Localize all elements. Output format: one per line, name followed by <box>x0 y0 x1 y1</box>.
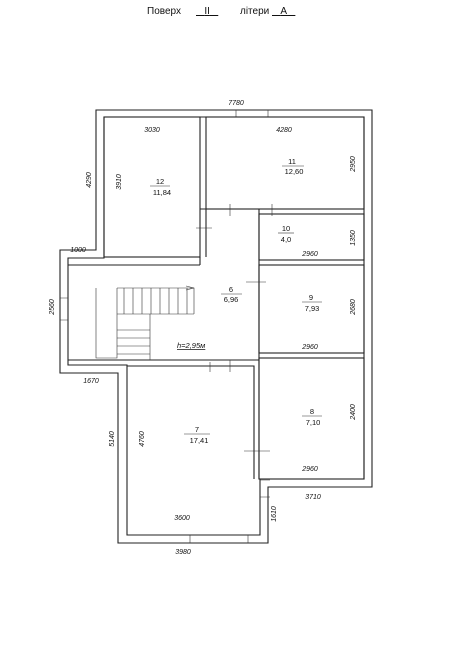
room-area: 4,0 <box>281 235 291 244</box>
room-number: 10 <box>282 224 290 233</box>
dim-bottom-total: 3980 <box>175 549 191 556</box>
room-label-12: 12 11,84 <box>150 177 171 197</box>
room-label-11: 11 12,60 <box>282 157 304 176</box>
dim-room10-height: 1350 <box>350 230 357 246</box>
dim-bottom-step: 1610 <box>271 506 278 522</box>
room-number: 7 <box>195 425 199 434</box>
dim-left-mid: 2560 <box>49 299 56 316</box>
room-label-6: 6 6,96 <box>221 285 242 304</box>
dim-room11-height: 2950 <box>350 156 357 173</box>
dim-room9-width: 2960 <box>301 344 318 351</box>
room-number: 11 <box>288 157 296 166</box>
room-area: 11,84 <box>153 188 171 197</box>
room-number: 6 <box>229 285 233 294</box>
room-11-walls <box>205 116 365 210</box>
dim-left-upper: 4290 <box>86 172 93 188</box>
room-number: 12 <box>156 177 164 186</box>
window-right <box>260 479 270 498</box>
dim-right-bottom: 3710 <box>305 494 321 501</box>
room-area: 7,93 <box>305 304 320 313</box>
dim-left-lower: 5140 <box>109 431 116 447</box>
outer-wall <box>59 109 373 544</box>
room-area: 12,60 <box>285 167 304 176</box>
dim-step-top: 1000 <box>70 247 86 254</box>
window-top <box>235 110 269 117</box>
letter-label: літери <box>240 6 270 17</box>
room-label-8: 8 7,10 <box>302 407 322 427</box>
room-label-10: 10 4,0 <box>278 224 294 244</box>
dim-room8-width: 2960 <box>301 466 318 473</box>
room-number: 8 <box>310 407 314 416</box>
window-bottom <box>189 535 249 543</box>
sheet-header: Поверх II літери A <box>0 6 458 24</box>
floor-value: II <box>204 6 210 17</box>
dim-step-bottom: 1670 <box>83 378 99 385</box>
staircase <box>95 285 195 360</box>
dim-top-total: 7780 <box>228 100 244 107</box>
dim-room8-height: 2400 <box>350 404 357 421</box>
room-label-7: 7 17,41 <box>184 425 210 445</box>
room-7-walls <box>127 365 255 479</box>
ceiling-height-note: h=2,95м <box>177 341 205 350</box>
dim-room11-width: 4280 <box>276 127 292 134</box>
room-number: 9 <box>309 293 313 302</box>
corridor-walls <box>68 208 260 479</box>
outer-wall-inner <box>67 116 365 536</box>
dim-room7-width: 3600 <box>174 515 190 522</box>
window-left <box>60 297 68 321</box>
dim-room10-width: 2960 <box>301 251 318 258</box>
dim-room12-height: 3910 <box>116 174 123 190</box>
letter-value: A <box>280 6 288 17</box>
room-area: 6,96 <box>224 295 239 304</box>
room-area: 17,41 <box>190 436 209 445</box>
dim-room7-height: 4760 <box>139 431 146 447</box>
room-area: 7,10 <box>306 418 321 427</box>
dim-room9-height: 2680 <box>350 299 357 316</box>
floor-label: Поверх <box>147 6 181 17</box>
room-label-9: 9 7,93 <box>302 293 322 313</box>
door-marks <box>196 204 273 452</box>
dim-room12-width: 3030 <box>144 127 160 134</box>
room-12-walls <box>103 116 201 258</box>
